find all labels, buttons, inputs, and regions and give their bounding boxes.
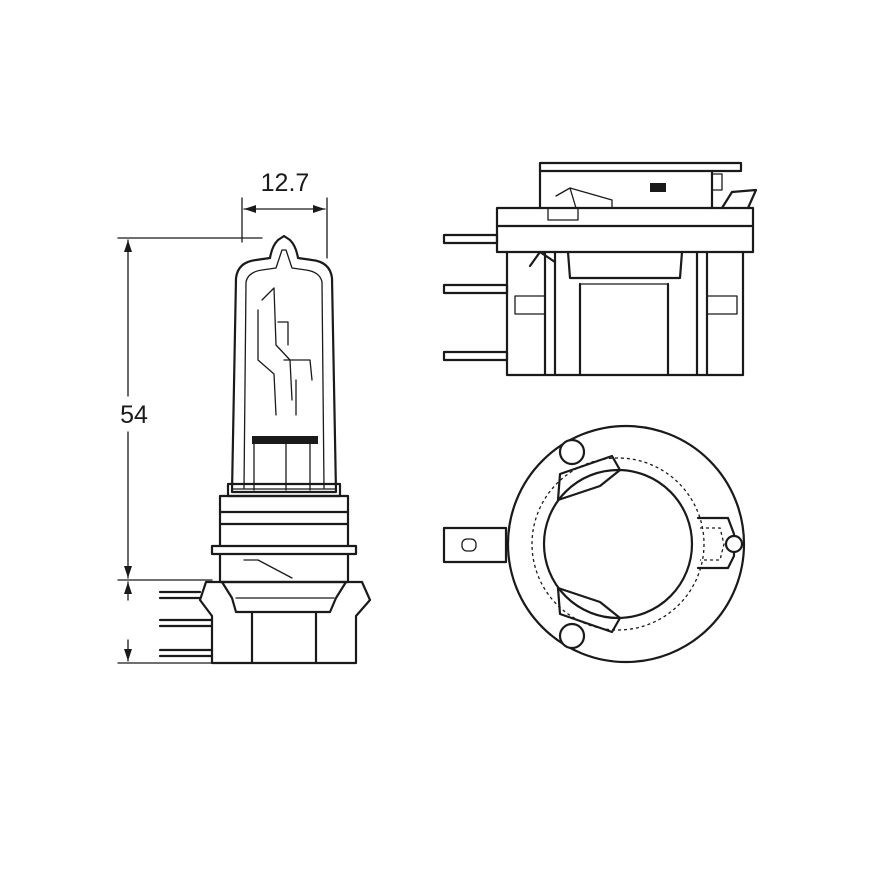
width-dimension-label: 12.7 <box>261 169 310 197</box>
height-dimension-label: 54 <box>120 401 148 429</box>
filament-shield <box>257 287 293 416</box>
base-flange <box>495 206 755 254</box>
base-side-view <box>442 161 758 377</box>
base-collar <box>218 494 350 584</box>
envelope-band <box>252 436 318 444</box>
width-dimension: 12.7 <box>241 169 328 259</box>
plastic-base <box>198 580 372 665</box>
side-view-pins <box>442 233 509 362</box>
glass-envelope <box>230 234 338 494</box>
outer-ring <box>506 424 746 664</box>
bulb-side-view <box>158 234 372 665</box>
height-dimension: 54 <box>117 237 263 664</box>
terminal-pins <box>158 590 214 658</box>
inner-circle <box>542 468 694 620</box>
terminal-tab <box>442 526 508 564</box>
base-bottom-view <box>442 424 746 664</box>
